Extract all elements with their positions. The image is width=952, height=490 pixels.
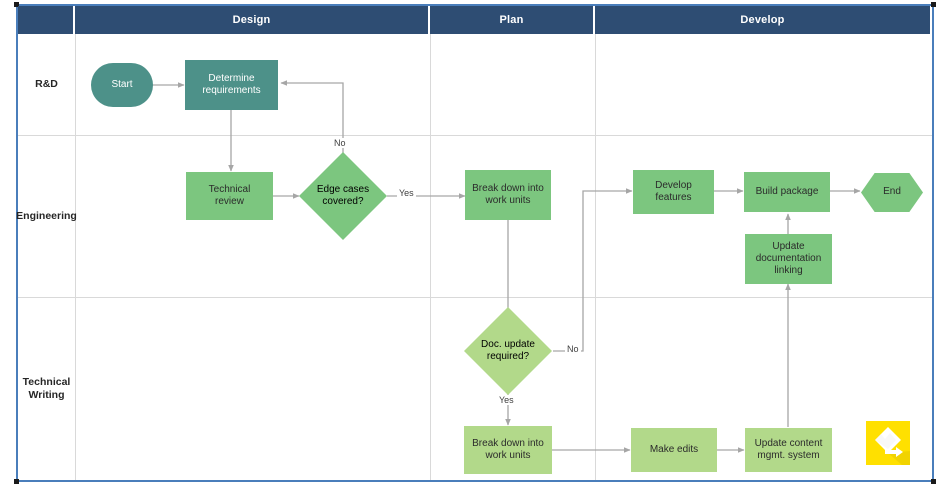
lane-separator-engineering-techwriting (18, 297, 932, 298)
node-break-down-into-work-units-engineering[interactable]: Break down into work units (465, 170, 551, 220)
node-doc-update-required-line1: Doc. update (481, 338, 535, 350)
lane-label-column-divider (75, 34, 76, 480)
node-update-doc-linking-line2: documentation (755, 252, 822, 264)
phase-divider-plan-develop (595, 34, 596, 480)
node-break-down-into-work-units-technical-writing[interactable]: Break down into work units (464, 426, 552, 474)
phase-header-row: Design Plan Develop (18, 6, 932, 34)
phase-header-develop[interactable]: Develop (595, 6, 930, 34)
diamond-arrow-icon (875, 427, 910, 465)
node-technical-review[interactable]: Technical review (186, 172, 273, 220)
lane-label-technical-writing-line2: Writing (28, 389, 65, 401)
node-determine-requirements-line1: Determine (208, 72, 255, 84)
selection-handle-top-left[interactable] (14, 2, 19, 7)
lane-label-engineering[interactable]: Engineering (16, 209, 77, 222)
node-build-package-label: Build package (755, 185, 819, 197)
node-start-label: Start (111, 78, 133, 90)
edge-label-edge-cases-yes: Yes (397, 188, 416, 198)
node-develop-features-line1: Develop (655, 179, 692, 191)
node-break-down-tw-line2: work units (485, 450, 531, 461)
phase-header-plan[interactable]: Plan (430, 6, 595, 34)
app-watermark-logo[interactable] (866, 421, 910, 465)
edge-label-doc-update-no: No (565, 344, 581, 354)
node-edge-cases-covered-line2: covered? (322, 196, 364, 207)
node-technical-review-line1: Technical (208, 183, 251, 195)
node-doc-update-required-line2: required? (486, 351, 530, 362)
node-break-down-eng-line1: Break down into (472, 182, 544, 194)
selection-handle-bottom-left[interactable] (14, 479, 19, 484)
node-break-down-tw-line1: Break down into (472, 437, 544, 449)
lane-label-rd[interactable]: R&D (35, 77, 58, 90)
node-determine-requirements[interactable]: Determine requirements (185, 60, 278, 110)
selection-handle-bottom-right[interactable] (931, 479, 936, 484)
edge-label-doc-update-yes: Yes (497, 395, 516, 405)
node-doc-update-required[interactable]: Doc. update required? (464, 307, 552, 395)
node-build-package[interactable]: Build package (744, 172, 830, 212)
node-edge-cases-covered-line1: Edge cases (316, 183, 370, 195)
edge-label-edge-cases-no: No (332, 138, 348, 148)
node-start[interactable]: Start (91, 63, 153, 107)
node-update-cms-line1: Update content (754, 437, 823, 449)
node-end-label: End (883, 186, 901, 198)
node-make-edits-label: Make edits (649, 443, 699, 455)
node-end[interactable]: End (861, 173, 923, 212)
node-update-content-mgmt-system[interactable]: Update content mgmt. system (745, 428, 832, 472)
lane-label-technical-writing[interactable]: Technical Writing (18, 298, 75, 480)
node-technical-review-line2: review (215, 196, 244, 207)
phase-divider-design-plan (430, 34, 431, 480)
node-update-doc-linking-line1: Update (772, 240, 805, 252)
node-update-documentation-linking[interactable]: Update documentation linking (745, 234, 832, 284)
lane-separator-rd-engineering (18, 135, 932, 136)
selection-handle-top-right[interactable] (931, 2, 936, 7)
node-update-cms-line2: mgmt. system (757, 450, 820, 461)
node-update-doc-linking-line3: linking (774, 265, 803, 277)
node-develop-features-line2: features (655, 192, 692, 203)
header-corner-cell (18, 6, 75, 34)
lane-label-technical-writing-line1: Technical (22, 375, 71, 388)
phase-header-design[interactable]: Design (75, 6, 430, 34)
node-develop-features[interactable]: Develop features (633, 170, 714, 214)
node-determine-requirements-line2: requirements (202, 85, 261, 96)
node-break-down-eng-line2: work units (485, 195, 531, 206)
node-edge-cases-covered[interactable]: Edge cases covered? (299, 152, 387, 240)
node-make-edits[interactable]: Make edits (631, 428, 717, 472)
